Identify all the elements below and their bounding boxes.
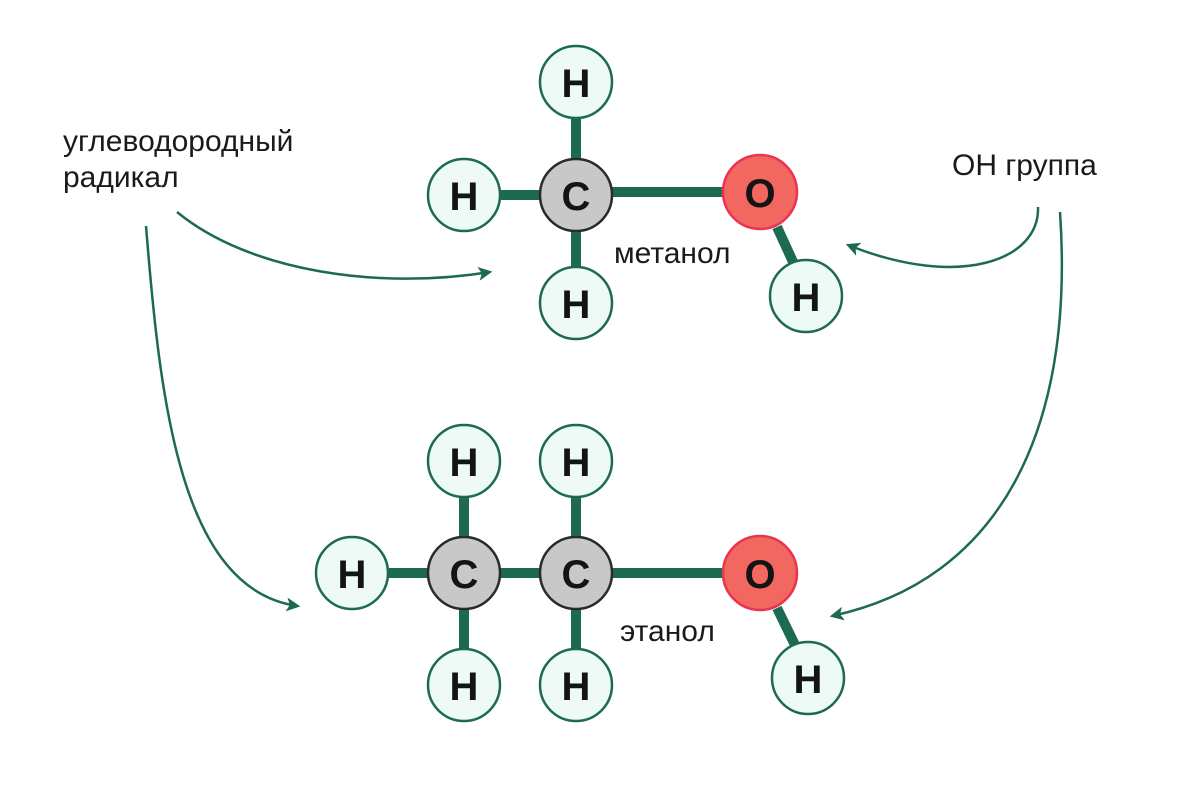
- atom-symbol: C: [562, 175, 591, 219]
- atom-symbol: H: [562, 62, 591, 106]
- arrow-radical-to-methanol: [176, 211, 493, 281]
- ethanol-atoms: H H H C C O H: [314, 423, 846, 723]
- atom-c2-h-bottom: H: [538, 647, 614, 723]
- atom-h-left: H: [426, 157, 502, 233]
- atom-o: O: [721, 534, 799, 612]
- methanol-bonds: [501, 118, 799, 267]
- hydrocarbon-radical-label: углеводородный радикал: [63, 124, 293, 196]
- atom-symbol: O: [744, 172, 775, 216]
- atom-h-bottom: H: [538, 265, 614, 341]
- oh-group-label: ОН группа: [952, 149, 1097, 182]
- ethanol-label: этанол: [620, 615, 715, 648]
- atom-symbol: H: [338, 553, 367, 597]
- arrow-oh-to-ethanol: [829, 211, 1064, 621]
- atom-symbol: H: [450, 175, 479, 219]
- atom-symbol: H: [450, 665, 479, 709]
- atom-symbol: H: [562, 441, 591, 485]
- atom-h-oh: H: [768, 258, 844, 334]
- atom-c2: C: [538, 535, 614, 611]
- methanol-label: метанол: [614, 237, 731, 270]
- hydrocarbon-radical-label-line1: углеводородный: [63, 125, 294, 158]
- atom-symbol: H: [794, 658, 823, 702]
- arrow-radical-to-ethanol: [144, 225, 301, 612]
- atom-h-left: H: [314, 535, 390, 611]
- bond-o-h: [772, 224, 799, 267]
- arrow-oh-to-methanol: [845, 206, 1040, 269]
- atom-h-top: H: [538, 44, 614, 120]
- atom-symbol: H: [562, 665, 591, 709]
- atom-c: C: [538, 157, 614, 233]
- arrows: [144, 206, 1064, 621]
- atom-c2-h-top: H: [538, 423, 614, 499]
- atom-symbol: C: [562, 553, 591, 597]
- atom-symbol: O: [744, 553, 775, 597]
- atom-symbol: H: [450, 441, 479, 485]
- bond-o-h: [772, 605, 800, 648]
- atom-symbol: C: [450, 553, 479, 597]
- atom-c1-h-bottom: H: [426, 647, 502, 723]
- methanol-atoms: H H C H O H: [426, 44, 844, 341]
- atom-c1-h-top: H: [426, 423, 502, 499]
- atom-o: O: [721, 153, 799, 231]
- atom-c1: C: [426, 535, 502, 611]
- atom-h-oh: H: [770, 640, 846, 716]
- atom-symbol: H: [792, 276, 821, 320]
- hydrocarbon-radical-label-line2: радикал: [63, 161, 179, 194]
- ethanol-bonds: [389, 497, 800, 648]
- atom-symbol: H: [562, 283, 591, 327]
